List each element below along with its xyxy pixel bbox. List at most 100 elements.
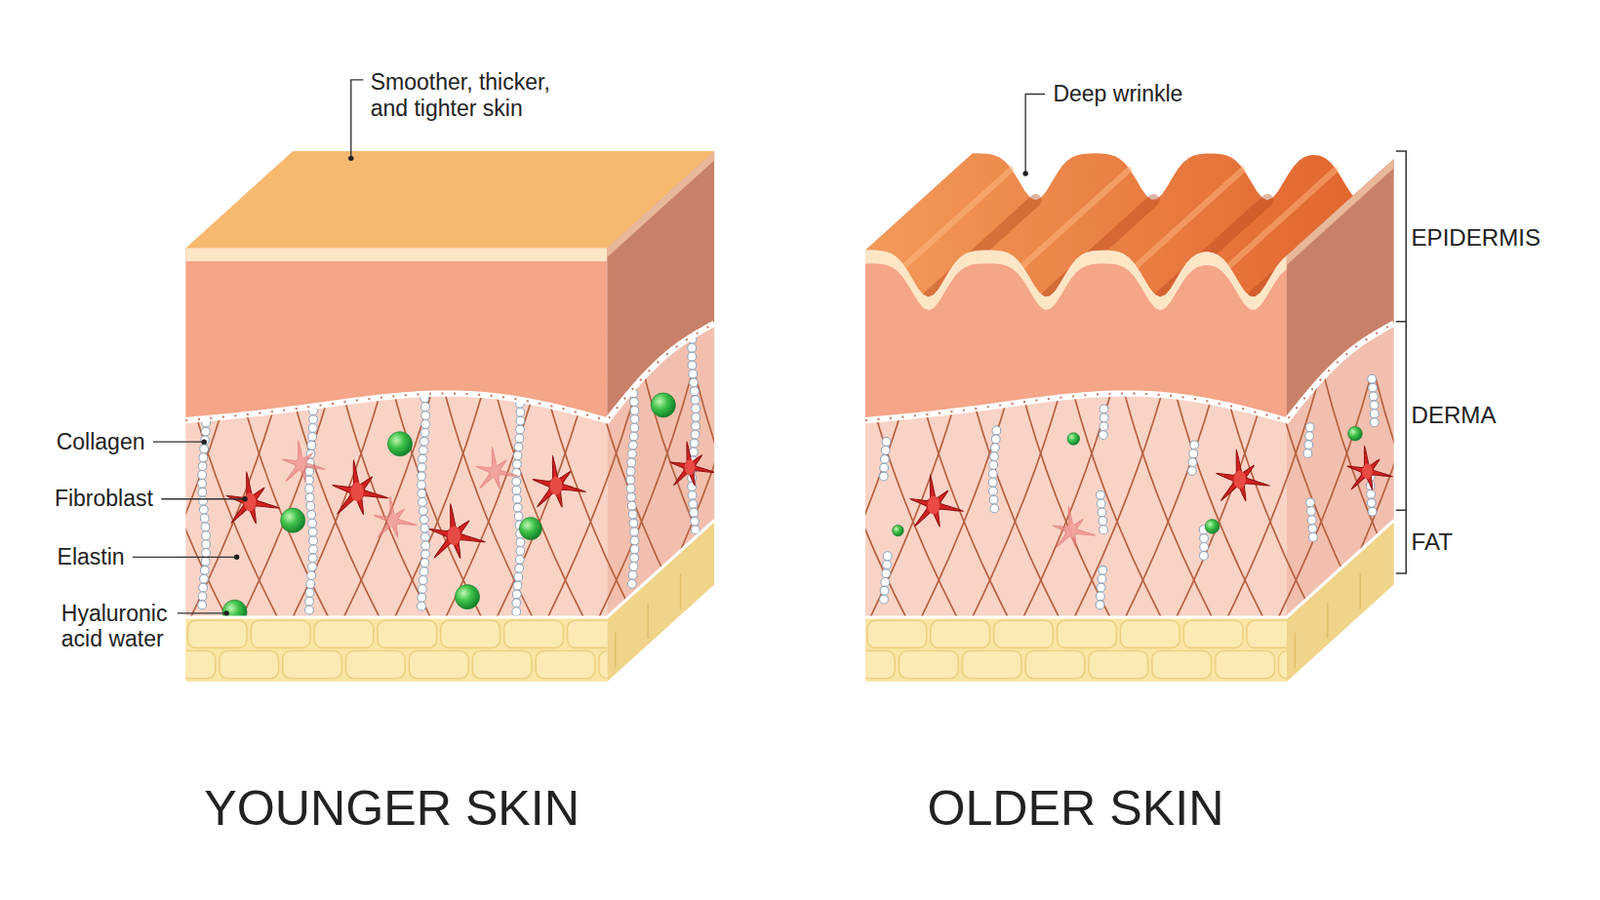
collagen-bead xyxy=(1304,440,1314,450)
fat-cell xyxy=(898,651,959,680)
collagen-bead xyxy=(200,557,210,566)
collagen-bead xyxy=(990,452,1000,462)
fibroblast-nucleus xyxy=(684,459,696,476)
hyaluronic-sphere xyxy=(280,508,306,533)
elastin-fiber xyxy=(440,377,538,628)
collagen-bead xyxy=(421,532,431,542)
collagen-bead xyxy=(1306,507,1316,517)
basement-membrane-dots xyxy=(185,323,715,421)
collagen-bead xyxy=(198,471,207,480)
elastin-fiber xyxy=(287,377,385,628)
collagen-bead xyxy=(417,601,427,611)
collagen-bead xyxy=(418,506,428,516)
fibroblast-cell xyxy=(226,472,280,524)
epidermis-surface-band xyxy=(185,247,607,262)
elastin-fiber xyxy=(1018,377,1116,628)
collagen-bead xyxy=(305,597,315,606)
collagen-bead xyxy=(198,479,207,488)
collagen-bead xyxy=(880,454,889,464)
elastin-fiber xyxy=(390,377,487,628)
collagen-bead xyxy=(514,572,523,582)
collagen-bead xyxy=(630,536,640,546)
collagen-bead xyxy=(516,555,525,564)
collagen-bead xyxy=(630,554,640,563)
fibroblast-nucleus xyxy=(489,464,500,480)
collagen-bead xyxy=(513,494,522,504)
collagen-bead xyxy=(309,545,319,555)
dermis-front xyxy=(865,394,1287,618)
collagen-bead xyxy=(988,469,998,479)
fat-cell xyxy=(1057,620,1118,648)
collagen-bead xyxy=(200,565,209,575)
collagen-bead xyxy=(421,550,431,560)
collagen-bead xyxy=(512,590,521,600)
collagen-bead xyxy=(1096,499,1106,509)
fat-cell xyxy=(1152,651,1212,680)
collagen-bead xyxy=(418,584,428,594)
collagen-bead xyxy=(513,581,522,591)
collagen-bead xyxy=(1098,517,1108,526)
older-skin-block xyxy=(762,153,1523,682)
collagen-bead xyxy=(308,519,318,528)
elastin-fiber xyxy=(338,377,436,628)
collagen-bead xyxy=(1099,413,1109,423)
elastin-fiber xyxy=(695,377,793,628)
fat-front xyxy=(865,617,1287,682)
collagen-bead xyxy=(420,523,430,533)
hyaluronic-sphere xyxy=(650,393,676,418)
collagen-bead xyxy=(200,436,210,445)
panel-title: OLDER SKIN xyxy=(926,781,1224,839)
fat-cell xyxy=(865,651,895,680)
layer-label: FAT xyxy=(1411,528,1453,557)
collagen-bead xyxy=(419,515,429,524)
fibroblast-nucleus xyxy=(350,481,363,502)
collagen-bead xyxy=(630,398,640,407)
leader-dot xyxy=(348,156,354,161)
collagen-bead xyxy=(1189,449,1199,459)
elastin-fiber xyxy=(491,377,589,628)
leader-line xyxy=(153,440,204,442)
collagen-bead xyxy=(688,499,698,509)
collagen-bead xyxy=(420,559,430,568)
collagen-bead xyxy=(627,501,637,511)
basement-membrane xyxy=(185,323,715,421)
collagen-bead xyxy=(419,437,429,446)
collagen-bead xyxy=(1369,400,1379,410)
collagen-bead xyxy=(630,423,640,433)
fat-cell xyxy=(187,620,247,648)
collagen-bead xyxy=(630,545,640,555)
fibroblast-nucleus xyxy=(550,477,563,496)
collagen-bead xyxy=(690,430,700,440)
collagen-bead xyxy=(419,567,429,577)
fat-side-cell xyxy=(646,602,649,640)
hyaluronic-sphere xyxy=(454,585,480,610)
fibroblast-cell xyxy=(1052,506,1096,549)
basement-membrane-dots xyxy=(865,323,1395,421)
collagen-bead xyxy=(992,426,1001,436)
elastin-fiber xyxy=(1120,377,1217,628)
collagen-bead xyxy=(308,554,318,563)
collagen-bead xyxy=(627,458,637,468)
collagen-bead xyxy=(628,440,638,450)
leader-line xyxy=(1025,93,1045,174)
collagen-bead xyxy=(307,510,317,520)
collagen-bead xyxy=(418,454,428,464)
collagen-bead xyxy=(628,510,638,520)
collagen-bead xyxy=(1099,422,1109,432)
collagen-bead xyxy=(630,414,640,424)
epidermis-surface-band xyxy=(865,250,1287,312)
elastin-fiber xyxy=(967,377,1065,628)
fibroblast-nucleus xyxy=(1234,470,1247,489)
leader-line xyxy=(351,80,364,160)
collagen-bead xyxy=(1096,583,1106,593)
fat-cell xyxy=(408,651,469,680)
fat-side-cell xyxy=(1326,602,1329,640)
fibroblast-cell xyxy=(373,496,417,539)
fat-cell xyxy=(1279,651,1287,680)
leader-dot xyxy=(1022,170,1028,176)
collagen-bead xyxy=(1190,440,1200,450)
collagen-bead xyxy=(1366,489,1376,499)
collagen-bead xyxy=(305,588,315,598)
collagen-bead xyxy=(1309,533,1319,543)
collagen-bead xyxy=(882,560,892,570)
